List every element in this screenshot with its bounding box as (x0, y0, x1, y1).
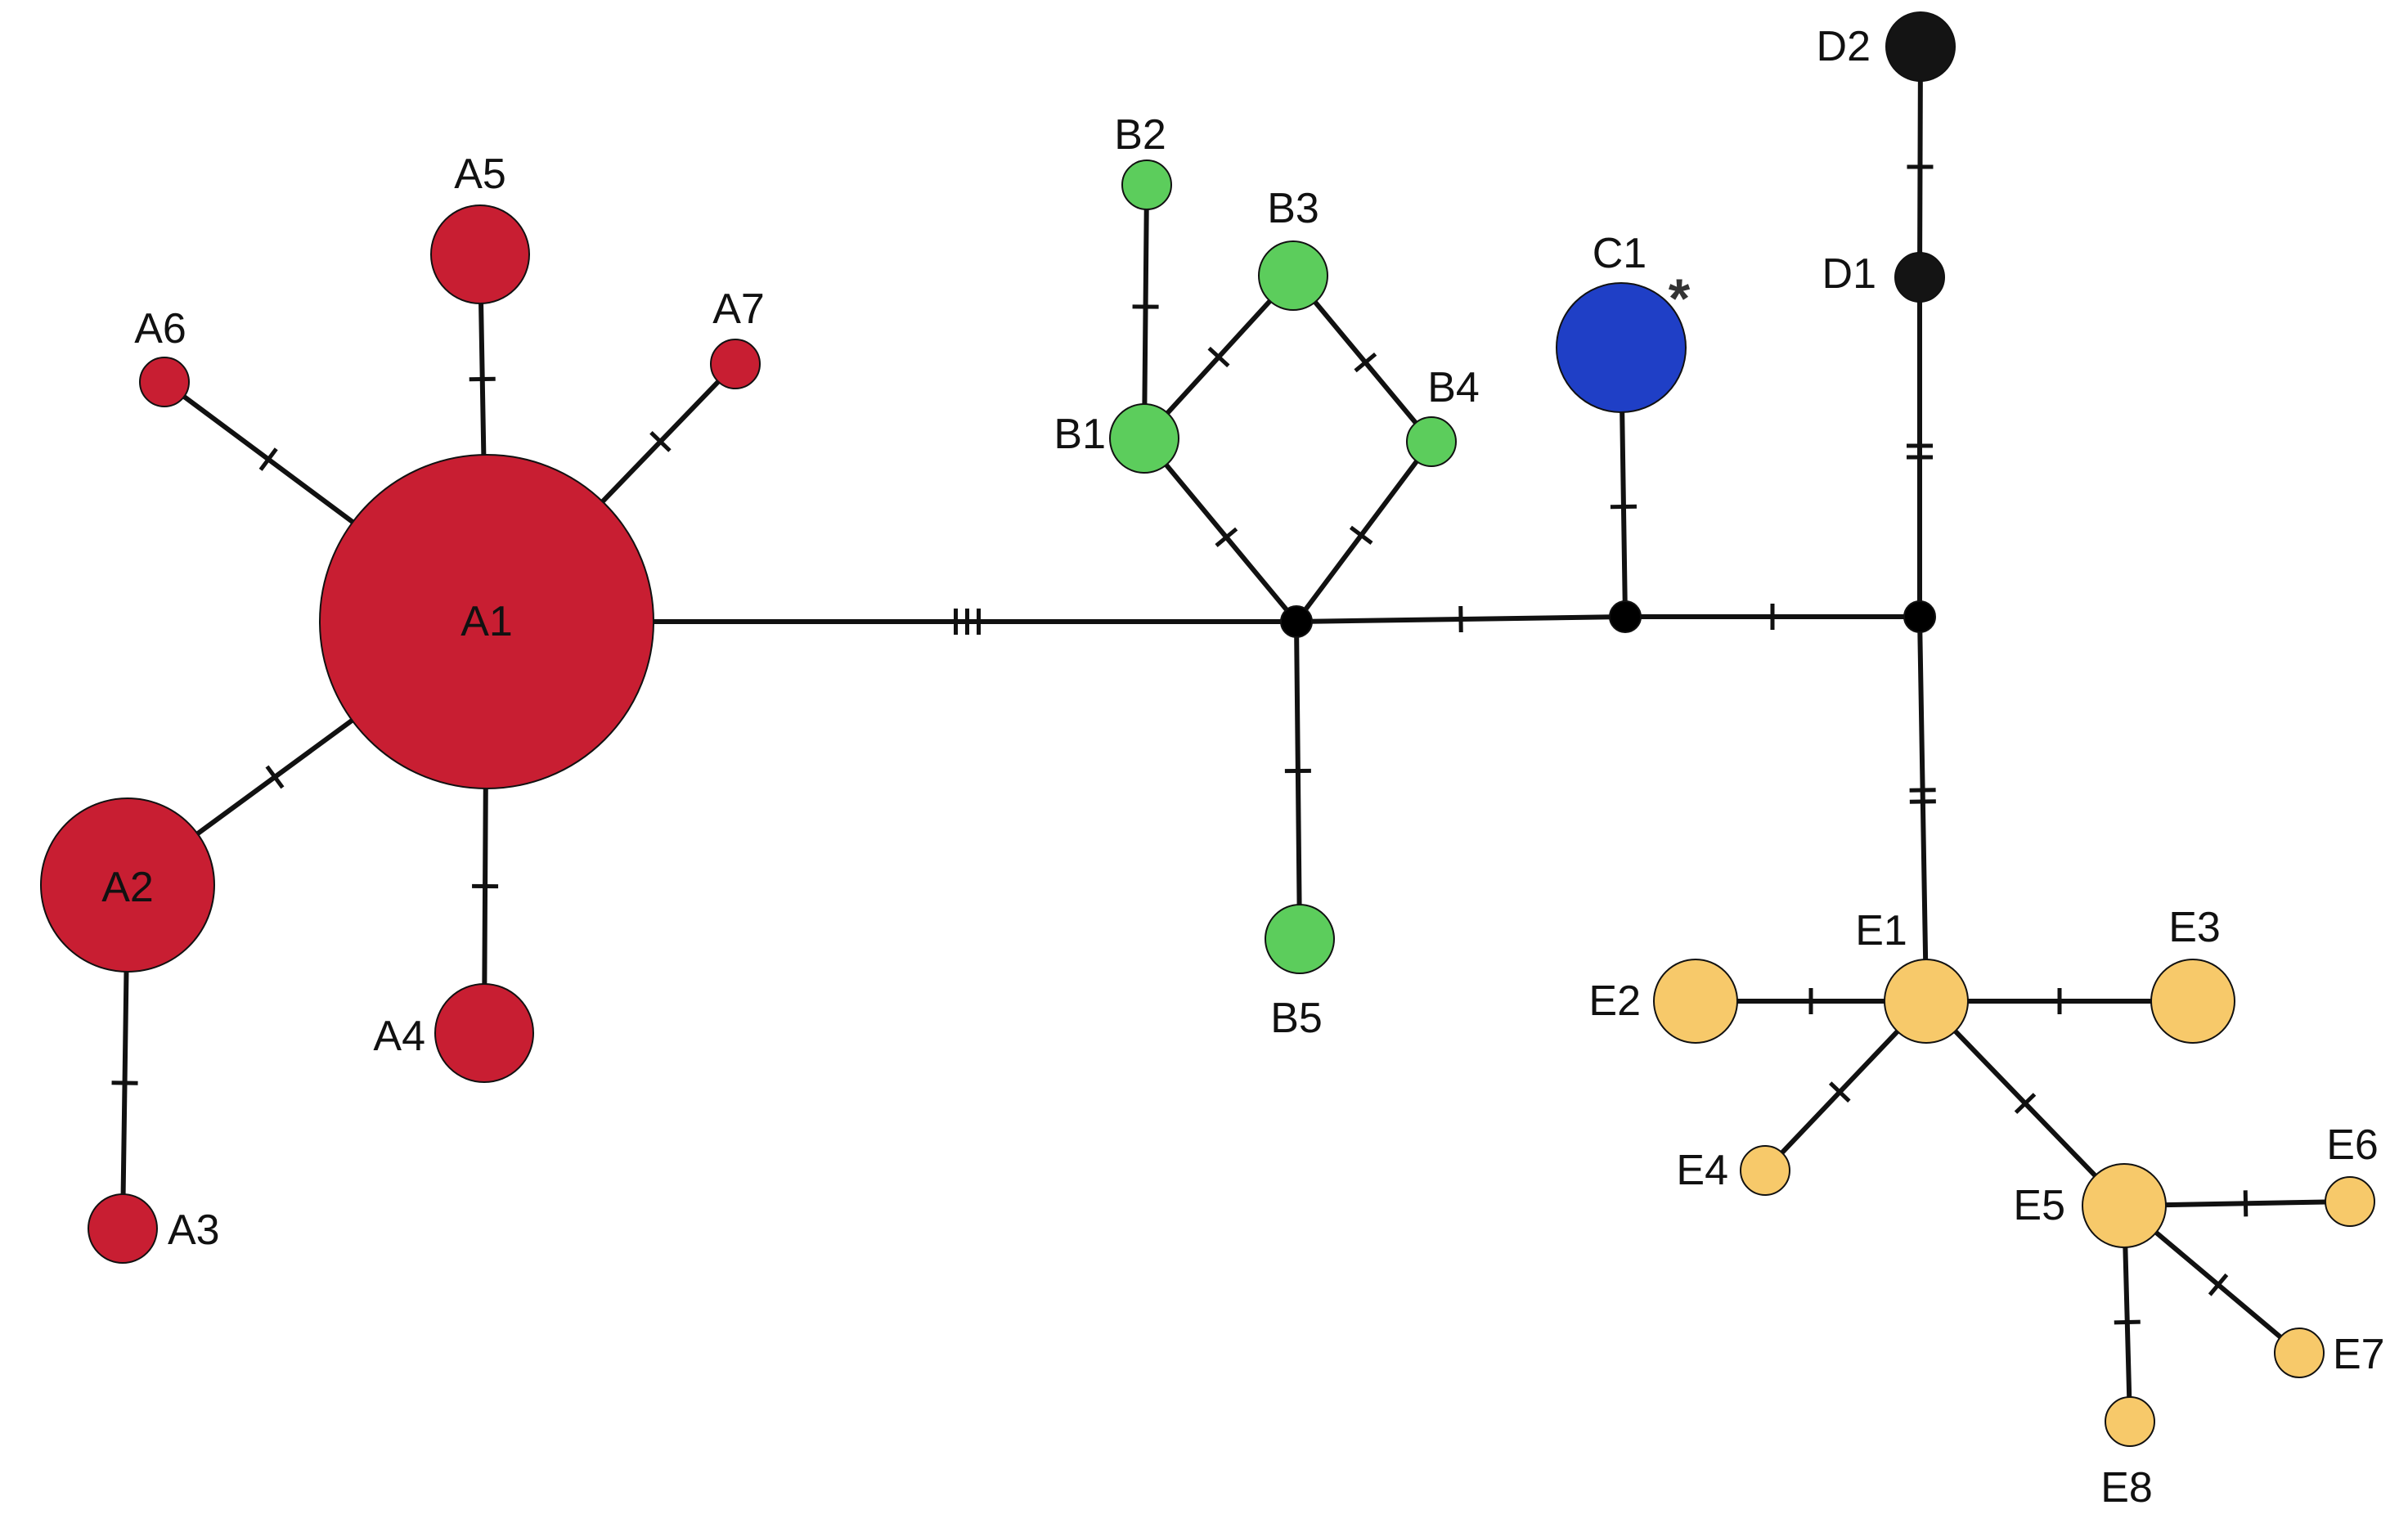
haplotype-node-E6 (2325, 1176, 2375, 1227)
node-label-A7: A7 (712, 285, 765, 333)
edge-B3-B4 (1291, 273, 1434, 444)
node-label-E8: E8 (2100, 1464, 2153, 1512)
mutation-tick (1207, 346, 1230, 368)
mutation-tick (1215, 527, 1238, 547)
node-label-B3: B3 (1267, 185, 1319, 232)
mutation-tick (2208, 1273, 2229, 1296)
haplotype-node-B3 (1258, 240, 1328, 311)
edge-B1-m1 (1142, 436, 1299, 624)
node-label-B1: B1 (1054, 411, 1106, 458)
haplotype-node-D2 (1885, 11, 1956, 82)
haplotype-node-A2 (40, 797, 215, 973)
haplotype-node-E1 (1884, 959, 1969, 1044)
nodes-layer (40, 11, 2375, 1447)
edge-m3-E1 (1917, 614, 1929, 1004)
haplotype-node-E4 (1740, 1145, 1790, 1196)
haplotype-node-E7 (2274, 1328, 2325, 1378)
node-label-E3: E3 (2168, 904, 2221, 951)
haplotype-node-B2 (1121, 159, 1172, 210)
haplotype-node-D1 (1894, 252, 1945, 303)
haplotype-node-B1 (1109, 403, 1179, 474)
node-label-B4: B4 (1427, 364, 1480, 411)
node-label-A4: A4 (373, 1013, 425, 1060)
haplotype-node-E8 (2105, 1396, 2155, 1447)
node-label-B5: B5 (1270, 995, 1323, 1042)
haplotype-node-E2 (1653, 959, 1738, 1044)
edge-m1-B5 (1294, 619, 1302, 941)
median-vector-node (1280, 605, 1313, 638)
node-label-E6: E6 (2326, 1121, 2379, 1169)
node-label-A3: A3 (168, 1206, 220, 1254)
node-label-E1: E1 (1855, 907, 1907, 955)
haplotype-node-C1 (1556, 282, 1687, 413)
node-label-A2: A2 (101, 864, 154, 911)
median-vector-node (1609, 600, 1642, 633)
node-label-E5: E5 (2013, 1182, 2065, 1229)
haplotype-node-A7 (710, 339, 761, 389)
node-label-B2: B2 (1114, 111, 1166, 159)
node-marker-asterisk: * (1669, 267, 1691, 330)
node-label-D1: D1 (1822, 250, 1876, 298)
mutation-tick (258, 447, 278, 471)
mutation-tick (2114, 1319, 2141, 1325)
haplotype-node-A4 (434, 983, 534, 1083)
edge-D2-D1 (1917, 44, 1923, 280)
mutation-tick (2014, 1093, 2037, 1114)
haplotype-node-A5 (430, 204, 530, 304)
haplotype-node-E3 (2150, 959, 2235, 1044)
haplotype-node-E5 (2082, 1163, 2167, 1248)
node-label-A5: A5 (454, 151, 506, 198)
median-vector-node (1903, 600, 1936, 633)
node-label-A1: A1 (460, 598, 513, 645)
node-label-C1: C1 (1593, 230, 1647, 277)
mutation-tick (265, 765, 285, 789)
node-label-E2: E2 (1588, 977, 1641, 1025)
mutation-tick (1909, 788, 1936, 793)
node-label-E4: E4 (1676, 1147, 1728, 1194)
mutation-tick (1354, 352, 1377, 373)
mutation-tick (2243, 1190, 2249, 1217)
mutation-tick (649, 430, 672, 452)
node-label-E7: E7 (2333, 1331, 2385, 1378)
mutation-tick (1349, 525, 1373, 545)
edge-B2-B1 (1142, 182, 1149, 441)
node-label-A6: A6 (134, 305, 186, 353)
node-label-D2: D2 (1817, 23, 1871, 70)
edge-B4-m1 (1294, 439, 1434, 624)
haplotype-node-B5 (1265, 904, 1335, 974)
haplotype-node-A1 (319, 454, 654, 789)
mutation-tick (469, 376, 496, 382)
haplotype-node-A6 (139, 357, 190, 407)
mutation-tick (1828, 1081, 1851, 1103)
haplotype-node-B4 (1406, 416, 1457, 467)
haplotype-node-A3 (88, 1193, 158, 1264)
